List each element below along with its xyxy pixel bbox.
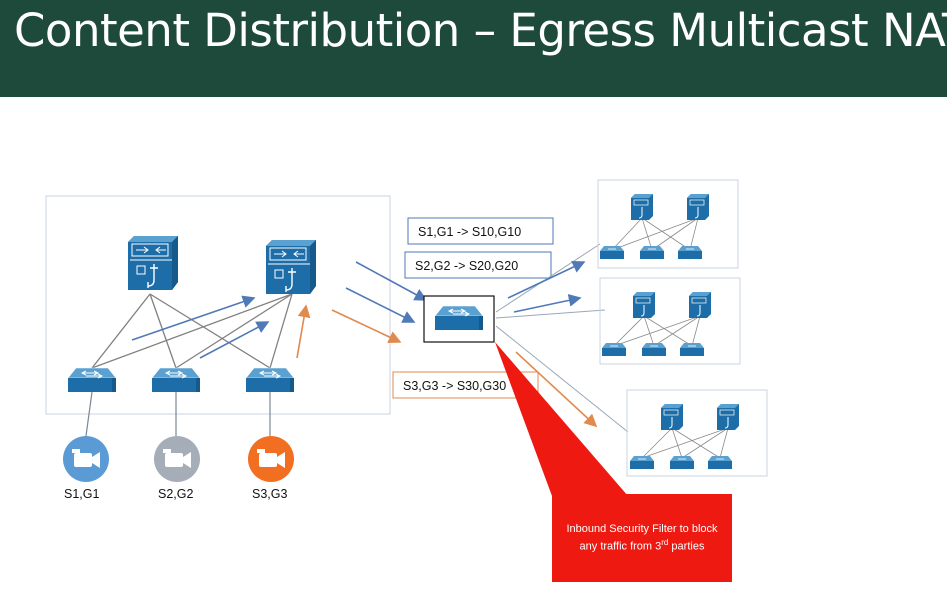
router-left — [127, 235, 179, 291]
title-bar: Content Distribution – Egress Multicast … — [0, 0, 947, 97]
receiver-domain-1 — [597, 179, 739, 269]
security-filter-callout: Inbound Security Filter to block any tra… — [552, 494, 732, 582]
callout-text: Inbound Security Filter to block any tra… — [564, 522, 720, 554]
camera-source-3 — [248, 436, 294, 482]
camera-links — [85, 391, 271, 437]
source-mesh-links — [91, 293, 293, 369]
outbound-links — [495, 243, 629, 433]
outbound-arrows — [507, 261, 598, 428]
source-label-1: S1,G1 — [64, 487, 99, 501]
access-switch-3 — [245, 367, 295, 393]
slide-title: Content Distribution – Egress Multicast … — [14, 4, 947, 57]
router-right — [265, 239, 317, 295]
camera-source-1 — [63, 436, 109, 482]
source-label-3: S3,G3 — [252, 487, 287, 501]
mapping-box-2 — [404, 251, 552, 279]
access-switch-2 — [151, 367, 201, 393]
callout-superscript: rd — [661, 538, 669, 548]
mapping-text-2: S2,G2 -> S20,G20 — [415, 259, 518, 273]
receiver-domain-3 — [626, 389, 768, 477]
source-network-box — [45, 195, 391, 415]
callout-pointer — [495, 342, 628, 496]
source-flow-arrows — [131, 295, 311, 359]
mapping-text-3: S3,G3 -> S30,G30 — [403, 379, 506, 393]
callout-line-1: Inbound Security Filter to block any tra… — [566, 523, 718, 553]
nat-switch — [434, 305, 484, 331]
source-label-2: S2,G2 — [158, 487, 193, 501]
camera-source-2 — [154, 436, 200, 482]
mapping-box-1 — [407, 217, 554, 245]
inbound-arrows — [331, 261, 428, 344]
callout-line-2: parties — [668, 540, 705, 553]
mapping-text-1: S1,G1 -> S10,G10 — [418, 225, 521, 239]
access-switch-1 — [67, 367, 117, 393]
receiver-domain-2 — [599, 277, 741, 365]
